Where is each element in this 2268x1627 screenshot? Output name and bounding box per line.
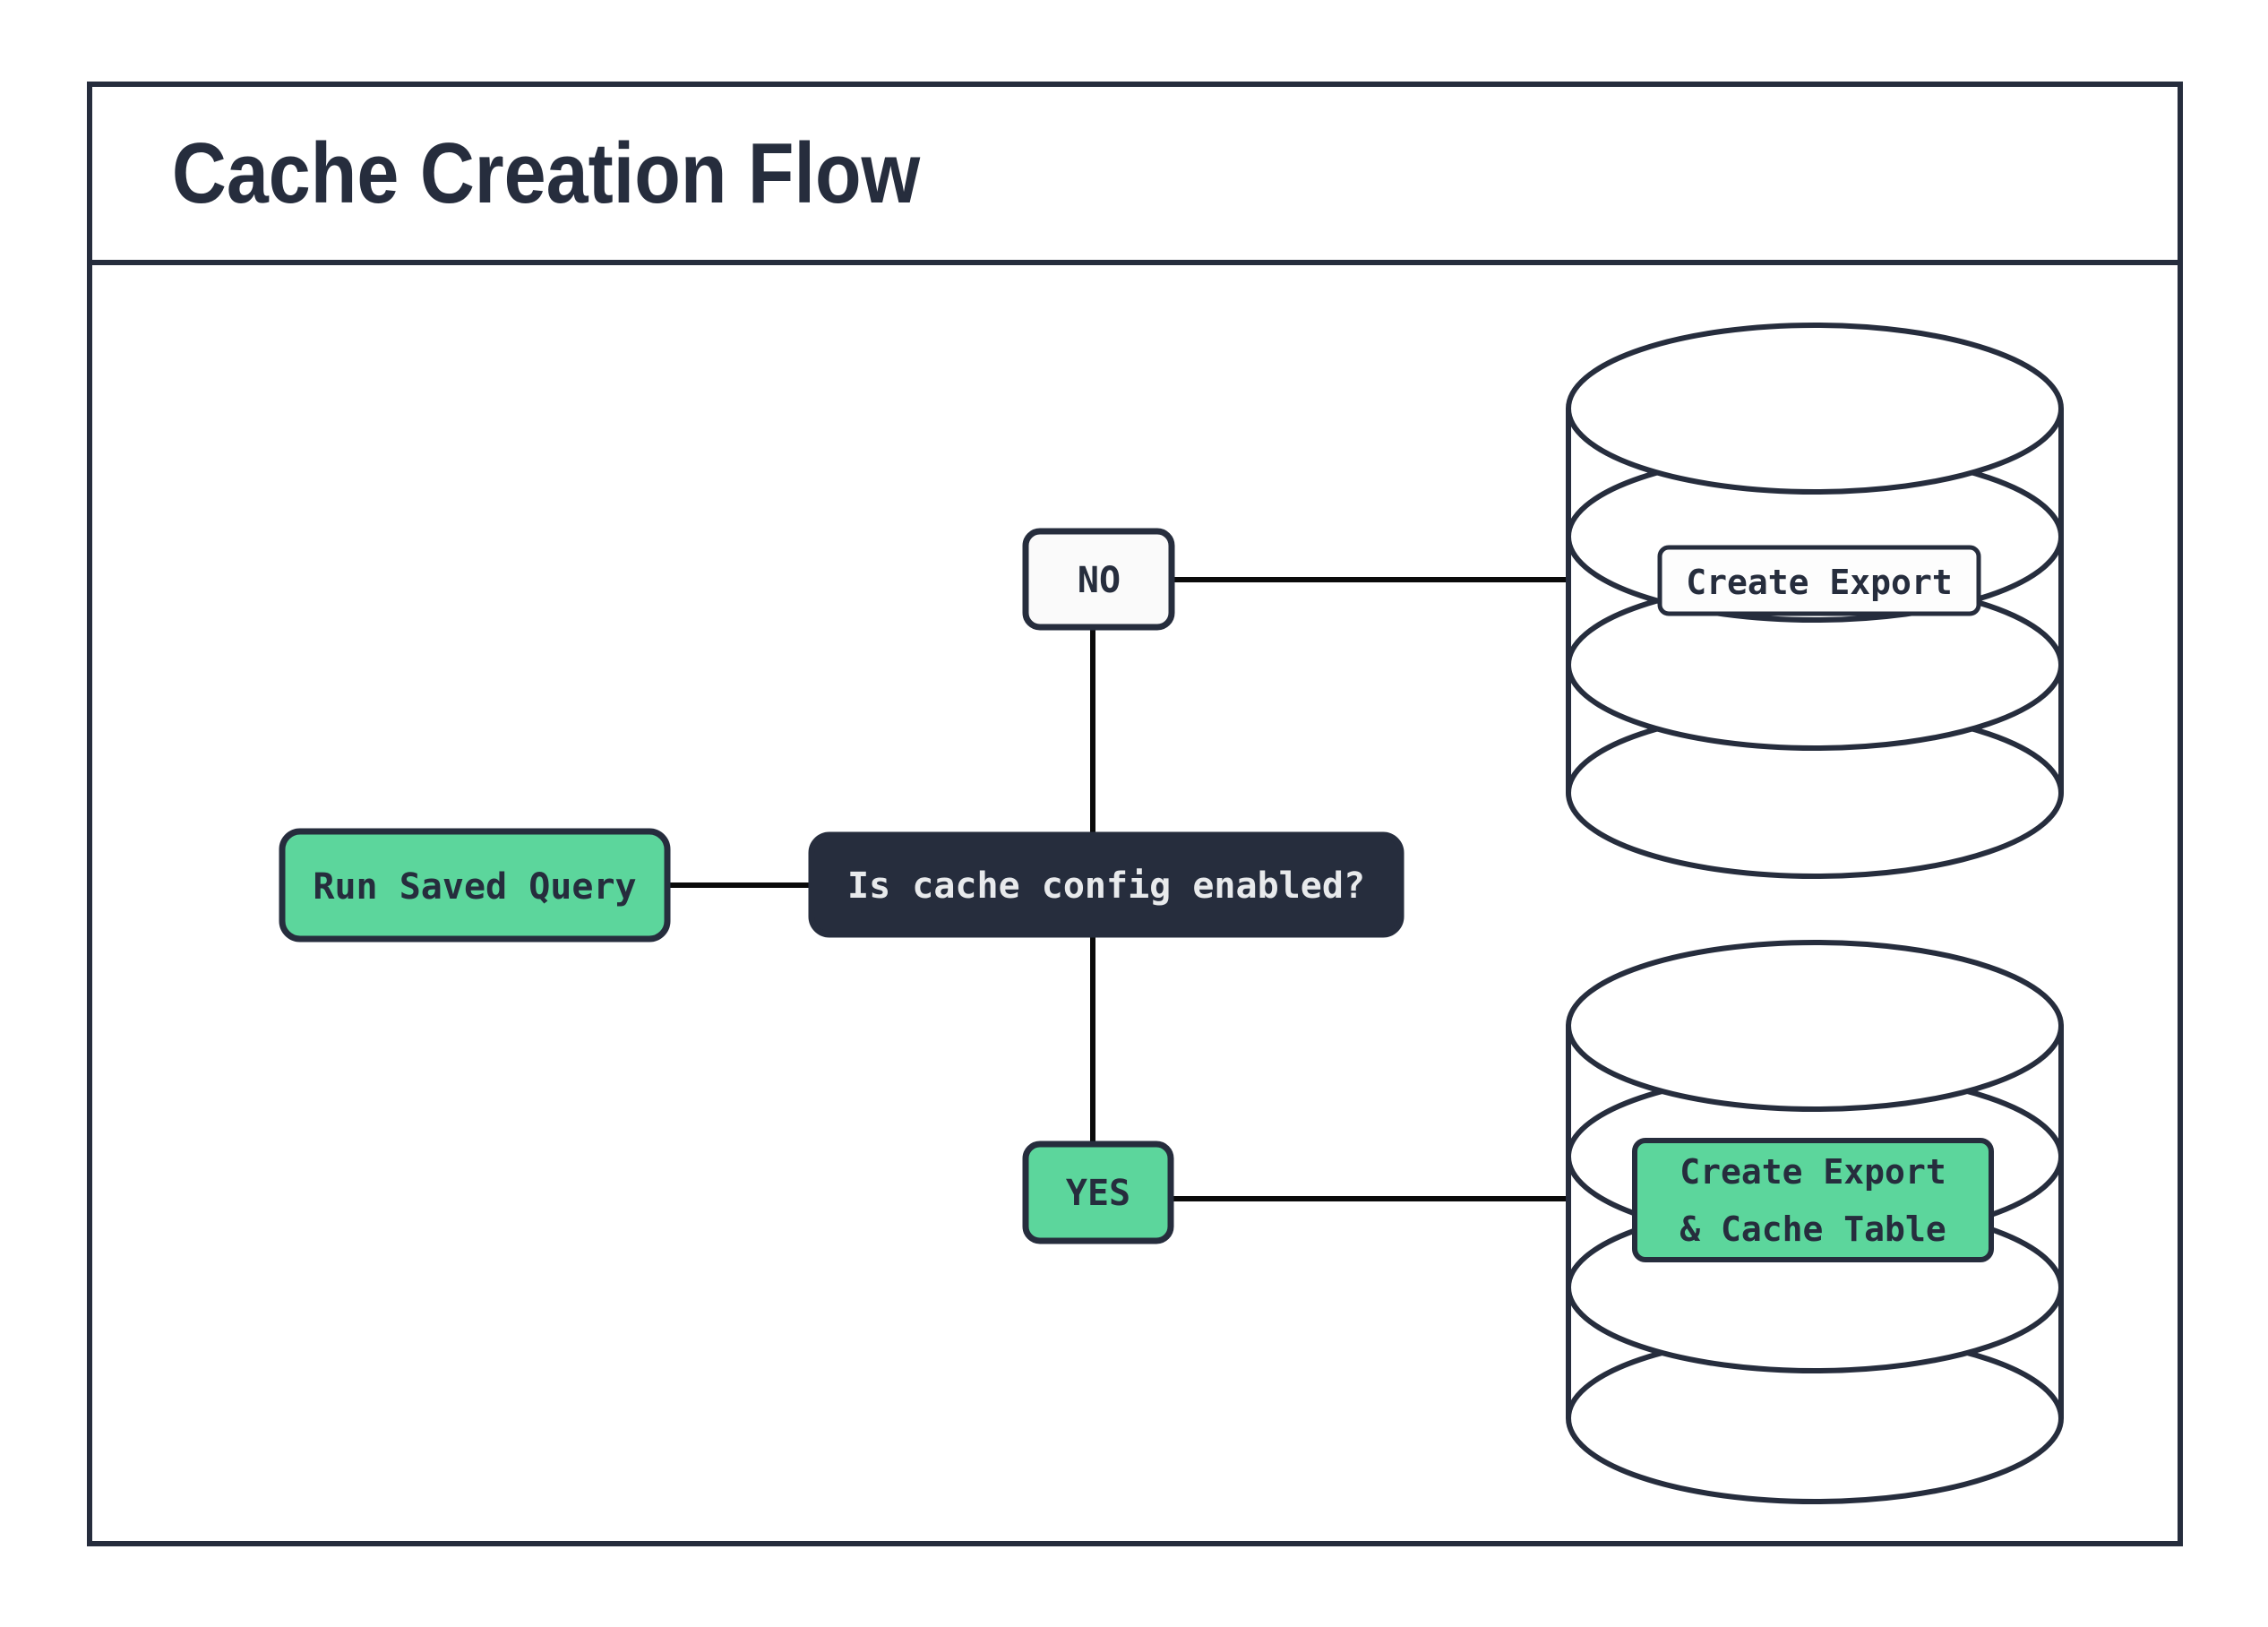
start-node-box <box>279 828 671 943</box>
create-export-cache-label-line1: Create Export <box>1680 1152 1946 1192</box>
decision-node: Is cache config enabled? <box>808 831 1405 938</box>
create-export-cache-label-line2: & Cache Table <box>1680 1209 1946 1249</box>
start-node-label: Run Saved Query <box>313 866 636 908</box>
start-node: Run Saved Query <box>279 828 671 943</box>
create-export-label-box <box>1657 545 1981 616</box>
create-export-label: Create Export <box>1686 563 1952 602</box>
cylinder-disk <box>1566 323 2064 495</box>
cylinder-walls <box>1566 409 2064 793</box>
cylinder-disk <box>1566 940 2064 1112</box>
yes-branch-box <box>1022 1141 1174 1244</box>
no-branch-box <box>1022 528 1175 631</box>
decision-node-label: Is cache config enabled? <box>847 865 1365 907</box>
page-title: Cache Creation Flow <box>172 125 921 221</box>
cylinder-walls <box>1566 1026 2064 1418</box>
decision-node-box <box>808 831 1405 938</box>
yes-branch-label: YES <box>1066 1173 1130 1214</box>
no-branch-label: NO <box>1078 560 1121 601</box>
create-export-cache-label-box <box>1632 1138 1994 1262</box>
database-icon-export-cache: Create Export & Cache Table <box>1566 940 2064 1504</box>
yes-branch-node: YES <box>1022 1141 1174 1244</box>
database-icon-export: Create Export <box>1566 323 2064 879</box>
no-branch-node: NO <box>1022 528 1175 631</box>
